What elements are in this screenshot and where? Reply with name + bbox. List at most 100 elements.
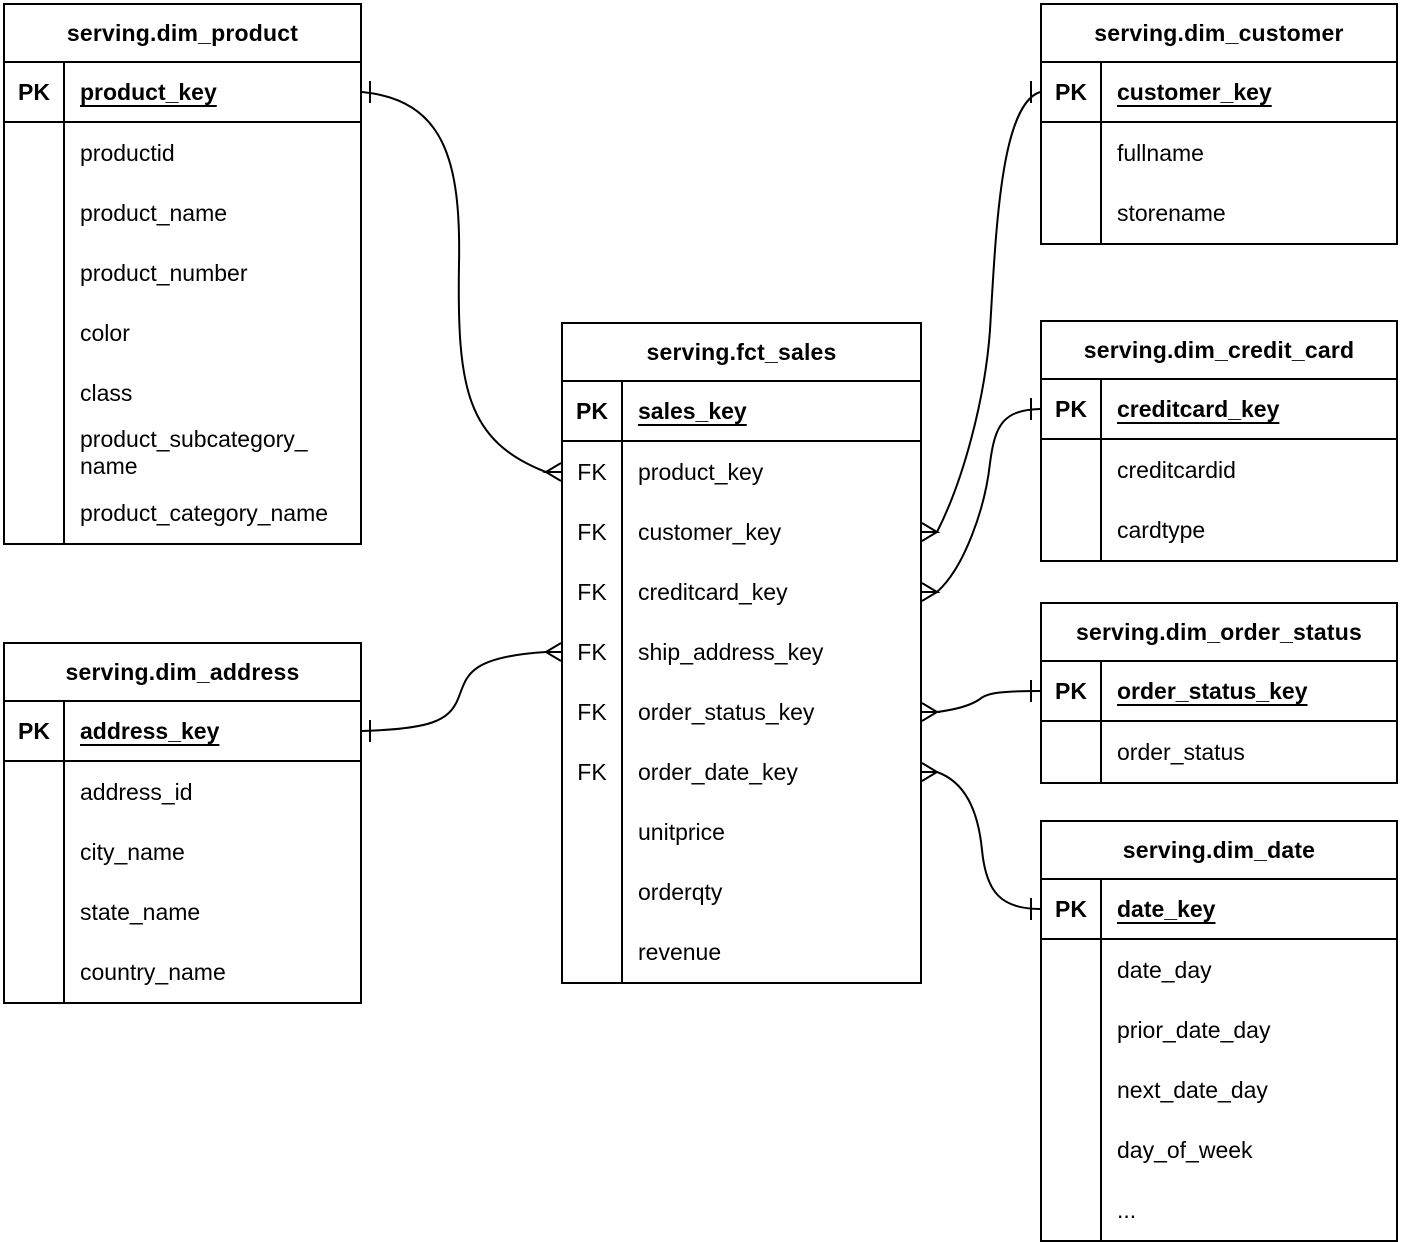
field-row: FK ship_address_key xyxy=(563,622,920,682)
relationship-creditcard xyxy=(921,398,1041,602)
key-badge xyxy=(5,423,65,483)
table-dim-product: serving.dim_product PK product_key produ… xyxy=(3,3,362,545)
field-row: prior_date_day xyxy=(1042,1000,1396,1060)
crow-foot-icon xyxy=(542,642,562,662)
key-badge xyxy=(5,483,65,543)
field-name: productid xyxy=(80,139,175,166)
field-name: color xyxy=(80,319,130,346)
key-badge xyxy=(5,303,65,363)
fk-badge: FK xyxy=(563,742,623,802)
field-row: country_name xyxy=(5,942,360,1002)
field-row: FK order_date_key xyxy=(563,742,920,802)
field-name: creditcardid xyxy=(1117,456,1236,483)
field-row: FK product_key xyxy=(563,442,920,502)
field-name: address_id xyxy=(80,778,193,805)
field-name: date_day xyxy=(1117,956,1212,983)
field-name: order_status xyxy=(1117,738,1245,765)
field-name: cardtype xyxy=(1117,516,1206,543)
key-badge xyxy=(1042,1180,1102,1240)
field-name: class xyxy=(80,379,133,406)
key-badge xyxy=(1042,940,1102,1000)
key-badge xyxy=(1042,1120,1102,1180)
pk-row: PK customer_key xyxy=(1042,63,1396,123)
key-badge xyxy=(1042,123,1102,183)
table-dim-customer: serving.dim_customer PK customer_key ful… xyxy=(1040,3,1398,245)
pk-badge: PK xyxy=(5,702,65,760)
crow-foot-icon xyxy=(921,702,941,722)
field-row: storename xyxy=(1042,183,1396,243)
key-badge xyxy=(1042,1060,1102,1120)
field-name: orderqty xyxy=(638,878,723,905)
pk-field-name: address_key xyxy=(80,717,220,744)
field-row: next_date_day xyxy=(1042,1060,1396,1120)
key-badge xyxy=(5,363,65,423)
field-row: address_id xyxy=(5,762,360,822)
key-badge xyxy=(5,123,65,183)
field-row: cardtype xyxy=(1042,500,1396,560)
field-row: revenue xyxy=(563,922,920,982)
pk-row: PK sales_key xyxy=(563,382,920,442)
field-name: order_status_key xyxy=(638,698,815,725)
field-name: creditcard_key xyxy=(638,578,788,605)
relationship-line xyxy=(936,771,1041,910)
relationship-customer xyxy=(921,81,1041,542)
field-row: creditcardid xyxy=(1042,440,1396,500)
field-row: FK creditcard_key xyxy=(563,562,920,622)
key-badge xyxy=(5,882,65,942)
pk-badge: PK xyxy=(1042,662,1102,720)
crow-foot-icon xyxy=(921,522,941,542)
key-badge xyxy=(563,922,623,982)
pk-field-name: order_status_key xyxy=(1117,677,1308,704)
fk-badge: FK xyxy=(563,502,623,562)
field-name: product_number xyxy=(80,259,248,286)
field-name: product_subcategory_name xyxy=(80,426,308,479)
pk-badge: PK xyxy=(1042,380,1102,438)
field-name: unitprice xyxy=(638,818,725,845)
field-row: product_category_name xyxy=(5,483,360,543)
field-name: city_name xyxy=(80,838,185,865)
pk-field-name: customer_key xyxy=(1117,78,1272,105)
table-title: serving.dim_customer xyxy=(1042,5,1396,63)
field-row: FK customer_key xyxy=(563,502,920,562)
table-title: serving.dim_address xyxy=(5,644,360,702)
field-row: orderqty xyxy=(563,862,920,922)
key-badge xyxy=(1042,500,1102,560)
relationship-order-status xyxy=(921,680,1041,722)
key-badge xyxy=(1042,722,1102,782)
field-name: day_of_week xyxy=(1117,1136,1253,1163)
field-name: ... xyxy=(1117,1196,1137,1223)
table-title: serving.dim_order_status xyxy=(1042,604,1396,662)
fk-badge: FK xyxy=(563,442,623,502)
field-name: revenue xyxy=(638,938,722,965)
pk-badge: PK xyxy=(1042,880,1102,938)
key-badge xyxy=(563,802,623,862)
field-name: order_date_key xyxy=(638,758,798,785)
table-dim-address: serving.dim_address PK address_key addre… xyxy=(3,642,362,1004)
field-row: ... xyxy=(1042,1180,1396,1240)
field-name: storename xyxy=(1117,199,1226,226)
pk-row: PK address_key xyxy=(5,702,360,762)
field-name: ship_address_key xyxy=(638,638,824,665)
key-badge xyxy=(5,822,65,882)
field-name: customer_key xyxy=(638,518,782,545)
field-name: product_name xyxy=(80,199,228,226)
field-name: fullname xyxy=(1117,139,1204,166)
key-badge xyxy=(563,862,623,922)
key-badge xyxy=(5,942,65,1002)
table-dim-date: serving.dim_date PK date_key date_day pr… xyxy=(1040,820,1398,1242)
field-row: fullname xyxy=(1042,123,1396,183)
field-row: productid xyxy=(5,123,360,183)
pk-row: PK date_key xyxy=(1042,880,1396,940)
table-title: serving.dim_product xyxy=(5,5,360,63)
field-row: unitprice xyxy=(563,802,920,862)
relationship-line xyxy=(936,91,1041,533)
table-dim-credit-card: serving.dim_credit_card PK creditcard_ke… xyxy=(1040,320,1398,562)
field-name: product_key xyxy=(638,458,764,485)
relationship-line xyxy=(936,690,1041,713)
relationship-product xyxy=(361,81,562,482)
key-badge xyxy=(1042,440,1102,500)
fk-badge: FK xyxy=(563,562,623,622)
pk-badge: PK xyxy=(1042,63,1102,121)
fk-badge: FK xyxy=(563,682,623,742)
table-dim-order-status: serving.dim_order_status PK order_status… xyxy=(1040,602,1398,784)
